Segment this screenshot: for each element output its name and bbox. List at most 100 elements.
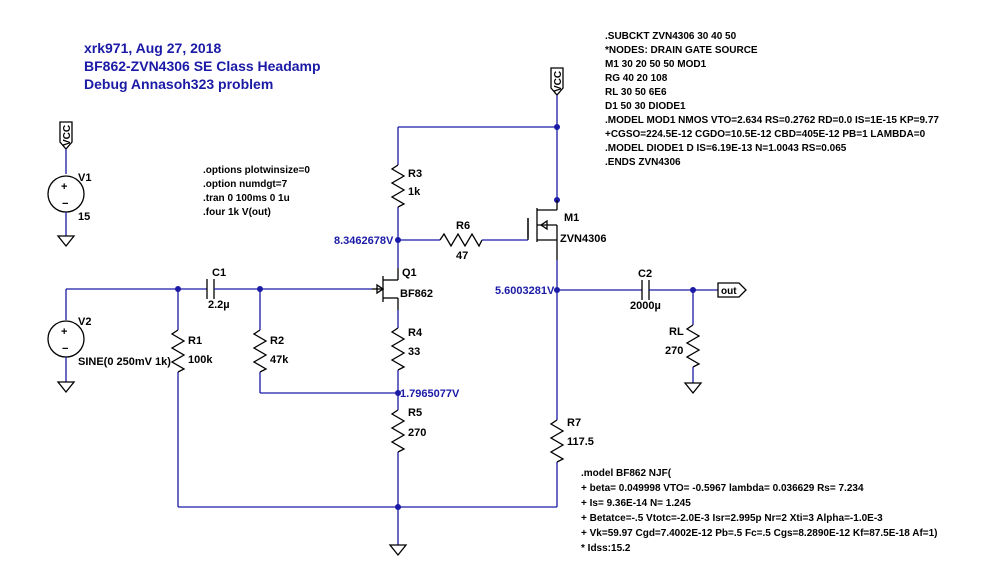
r5-resistor: R5 270 [390,407,426,545]
subckt-text: .SUBCKT ZVN4306 30 40 50 *NODES: DRAIN G… [605,31,939,168]
out-flag-label: out [721,286,737,297]
v2-plus: + [61,326,67,338]
r4-value: 33 [408,346,420,358]
v2-name: V2 [78,316,91,328]
subckt-line: .MODEL DIODE1 D IS=6.19E-13 N=1.0043 RS=… [605,143,847,154]
c1-value: 2.2µ [208,299,230,311]
rl-resistor: RL 270 [665,290,703,395]
subckt-line: *NODES: DRAIN GATE SOURCE [605,45,758,56]
q1-jfet: Q1 BF862 [372,267,433,310]
v1-plus: + [61,181,67,193]
q1-arrow [376,283,385,295]
ground-icon [56,381,76,394]
r5-zigzag [390,409,406,453]
subckt-line: D1 50 30 DIODE1 [605,101,686,112]
r3-name: R3 [408,168,422,180]
r1-resistor: R1 100k [170,289,213,507]
subckt-line: RL 30 50 6E6 [605,87,667,98]
vcc-flag-icon [550,67,564,96]
title-line-1: xrk971, Aug 27, 2018 [84,40,221,56]
junction-dot [395,504,401,510]
q1-value: BF862 [400,288,433,300]
rl-zigzag [685,324,701,368]
r5-value: 270 [408,427,426,439]
ground-icon [388,544,408,557]
junction-dot [395,390,401,396]
model-line: + beta= 0.049998 VTO= -0.5967 lambda= 0.… [581,483,864,494]
directive-line: .tran 0 100ms 0 1u [203,193,290,204]
rl-name: RL [669,326,684,338]
r3-resistor: R3 1k [390,127,422,268]
r7-value: 117.5 [567,436,594,448]
out-flag-icon [717,282,747,298]
r3-value: 1k [408,186,421,198]
directive-line: .four 1k V(out) [203,207,271,218]
subckt-line: .MODEL MOD1 NMOS VTO=2.634 RS=0.2762 RD=… [605,115,939,126]
vcc-flag-v1 [59,121,73,150]
v1-value: 15 [78,211,90,223]
directive-line: .option numdgt=7 [203,179,288,190]
r1-zigzag [170,329,186,373]
v1-source: VCC + − V1 15 [47,121,91,248]
vcc-flag-v1-label: VCC [62,125,73,146]
ground-icon [56,235,76,248]
r4-zigzag [390,327,406,371]
r2-resistor: R2 47k [252,289,398,394]
c2-value: 2000µ [630,300,661,312]
vcc-flag-m1-label: VCC [553,71,564,92]
m1-arrow [539,219,548,231]
r1-name: R1 [188,335,202,347]
r2-zigzag [252,329,268,373]
out-flag: out [717,282,747,298]
m1-mosfet: M1 ZVN4306 [527,200,606,260]
subckt-line: M1 30 20 50 50 MOD1 [605,59,707,70]
directive-line: .options plotwinsize=0 [203,165,310,176]
title-block: xrk971, Aug 27, 2018 BF862-ZVN4306 SE Cl… [84,40,321,92]
c1-name: C1 [212,267,226,279]
c1-capacitor: C1 2.2µ [206,267,230,311]
model-line: + Is= 9.36E-14 N= 1.245 [581,498,691,509]
r7-name: R7 [567,417,581,429]
spice-directives: .options plotwinsize=0 .option numdgt=7 … [203,165,310,218]
model-line: + Betatce=-.5 Vtotc=-2.0E-3 Isr=2.995p N… [581,513,883,524]
r7-resistor: R7 117.5 [549,417,594,507]
v1-name: V1 [78,172,91,184]
r5-name: R5 [408,407,422,419]
subckt-line: +CGSO=224.5E-12 CGDO=10.5E-12 CBD=405E-1… [605,129,926,140]
subckt-line: .SUBCKT ZVN4306 30 40 50 [605,31,737,42]
voltage-source-q1: 1.7965077V [400,388,460,400]
ground-icon [683,382,703,395]
voltage-source-m1: 5.6003281V [495,285,555,297]
v2-value: SINE(0 250mV 1k) [78,356,171,368]
v1-minus: − [62,198,68,210]
subckt-line: .ENDS ZVN4306 [605,157,681,168]
r6-name: R6 [456,220,470,232]
m1-value: ZVN4306 [560,233,606,245]
q1-name: Q1 [402,267,417,279]
r3-zigzag [390,164,406,208]
model-line: + Vk=59.97 Cgd=7.4002E-12 Pb=.5 Fc=.5 Cg… [581,528,938,539]
r2-name: R2 [270,335,284,347]
v2-source: + − V2 SINE(0 250mV 1k) [47,289,171,394]
r4-name: R4 [408,327,423,339]
r1-value: 100k [188,354,213,366]
r6-value: 47 [456,250,468,262]
title-line-3: Debug Annasoh323 problem [84,76,273,92]
title-line-2: BF862-ZVN4306 SE Class Headamp [84,58,321,74]
r7-zigzag [549,419,565,463]
model-text: .model BF862 NJF( + beta= 0.049998 VTO= … [581,468,938,554]
m1-name: M1 [564,212,579,224]
model-line: .model BF862 NJF( [581,468,672,479]
c2-name: C2 [638,268,652,280]
v2-minus: − [62,343,68,355]
rl-value: 270 [665,345,683,357]
vcc-flag-m1: VCC [550,67,564,96]
r6-zigzag [439,232,483,248]
r4-resistor: R4 33 [390,310,423,410]
r2-value: 47k [270,354,289,366]
subckt-line: RG 40 20 108 [605,73,668,84]
voltage-drain-q1: 8.3462678V [334,235,394,247]
r6-resistor: R6 47 [398,220,528,262]
